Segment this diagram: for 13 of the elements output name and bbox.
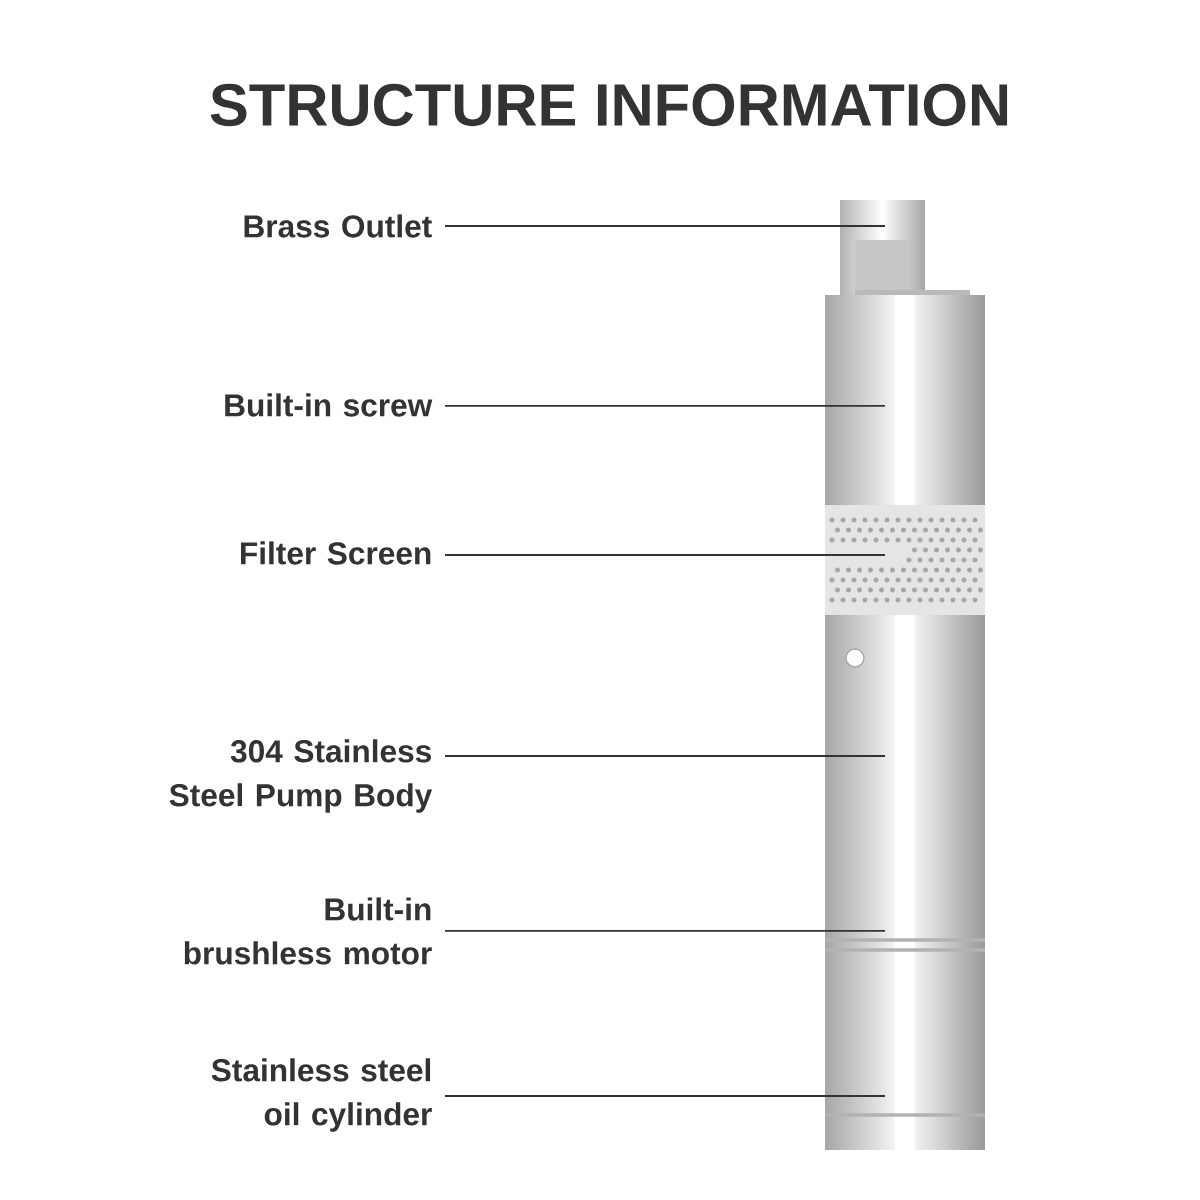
part-label: 304 Stainless Steel Pump Body [169, 739, 433, 813]
part-label: Brass Outlet [244, 214, 432, 238]
leader-line [444, 225, 886, 227]
part-label: Filter Screen [241, 541, 431, 565]
diagram-title: STRUCTURE INFORMATION [210, 83, 1008, 127]
leader-line [444, 1095, 886, 1097]
leader-line [444, 755, 886, 757]
part-label: Built-in screw [225, 393, 433, 417]
leader-line [444, 930, 886, 932]
leader-line [444, 554, 886, 556]
part-label: Built-in brushless motor [184, 897, 432, 965]
part-label: Stainless steel oil cylinder [211, 1058, 432, 1132]
leader-line [444, 405, 886, 407]
